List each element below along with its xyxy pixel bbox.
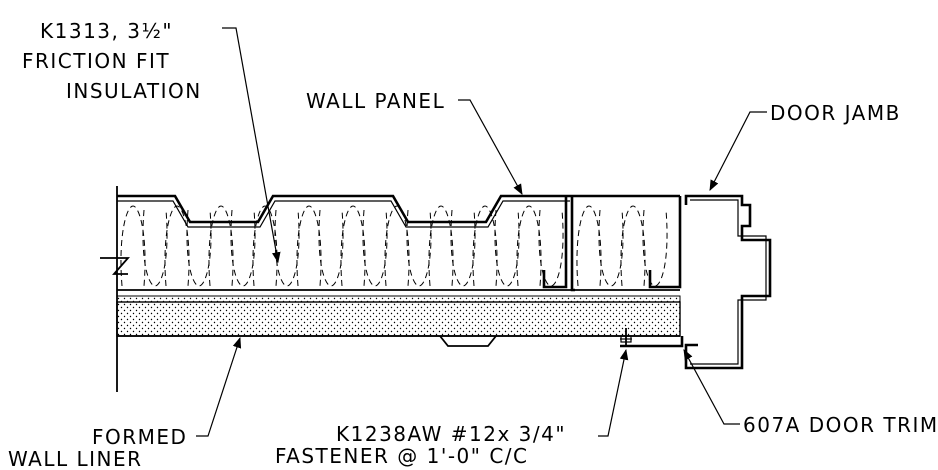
second-panel-lip [648, 196, 682, 289]
panel-joint-left [542, 196, 568, 289]
door-jamb-inner [690, 199, 767, 365]
insulation-batt-loop [406, 209, 432, 287]
fastener-label-line1: K1238AW #12x 3/4" [336, 422, 566, 446]
insulation-batt-loop [274, 209, 300, 287]
insulation-batt-loop [516, 205, 542, 287]
insulation-label-line2: FRICTION FIT [22, 49, 170, 73]
insulation-batt-loop [576, 205, 602, 287]
insulation-batt-loop [450, 209, 476, 287]
insulation-batt-loop [384, 205, 410, 287]
fastener-leader [598, 348, 629, 437]
insulation-batt-loop [296, 205, 322, 287]
insulation-batt-loop [208, 205, 234, 287]
door-trim-leader [683, 349, 740, 425]
insulation-batt-loop [340, 205, 366, 287]
insulation-batt-loop [598, 209, 624, 287]
panel-joint-right [570, 196, 575, 292]
door-jamb-profile [684, 194, 772, 370]
insulation-batt-loop [164, 205, 190, 287]
insulation-batt-loop [252, 205, 278, 287]
door-jamb-leader [709, 111, 767, 191]
wall-panel-label: WALL PANEL [306, 89, 445, 113]
insulation-batt-loop [230, 209, 256, 287]
insulation-label-line1: K1313, 3½" [40, 19, 173, 43]
wall-liner-label-line2: WALL LINER [8, 447, 143, 470]
insulation-batt-loop [186, 209, 212, 287]
insulation-batt-loop [362, 209, 388, 287]
wall-liner-label-line1: FORMED [92, 425, 187, 449]
insulation-batt-loop [472, 205, 498, 287]
insulation-batt-loop [642, 209, 668, 287]
insulation-batt-loop [538, 209, 564, 287]
insulation-label-line3: INSULATION [66, 79, 202, 103]
insulation-batt-loop [494, 209, 520, 287]
door-jamb-label: DOOR JAMB [770, 101, 901, 125]
wall-panel-leader [458, 99, 523, 195]
liner-leader [196, 336, 242, 437]
fastener-label-line2: FASTENER @ 1'-0" C/C [275, 444, 529, 468]
door-trim-angle [620, 336, 684, 348]
insulation-batt-loop [142, 209, 168, 287]
wall-liner-core [116, 301, 681, 337]
insulation-batts [120, 205, 668, 287]
liner-stiffener-rib [439, 335, 497, 347]
break-symbol [100, 257, 130, 275]
wall-liner-top-band [116, 295, 681, 303]
insulation-batt-loop [120, 205, 146, 287]
insulation-batt-loop [318, 209, 344, 287]
door-trim-label: 607A DOOR TRIM [743, 413, 938, 437]
insulation-leader [222, 27, 281, 264]
insulation-batt-loop [620, 205, 646, 287]
fastener-symbol [620, 328, 632, 346]
wall-panel-profile [117, 194, 680, 224]
insulation-batt-loop [428, 205, 454, 287]
